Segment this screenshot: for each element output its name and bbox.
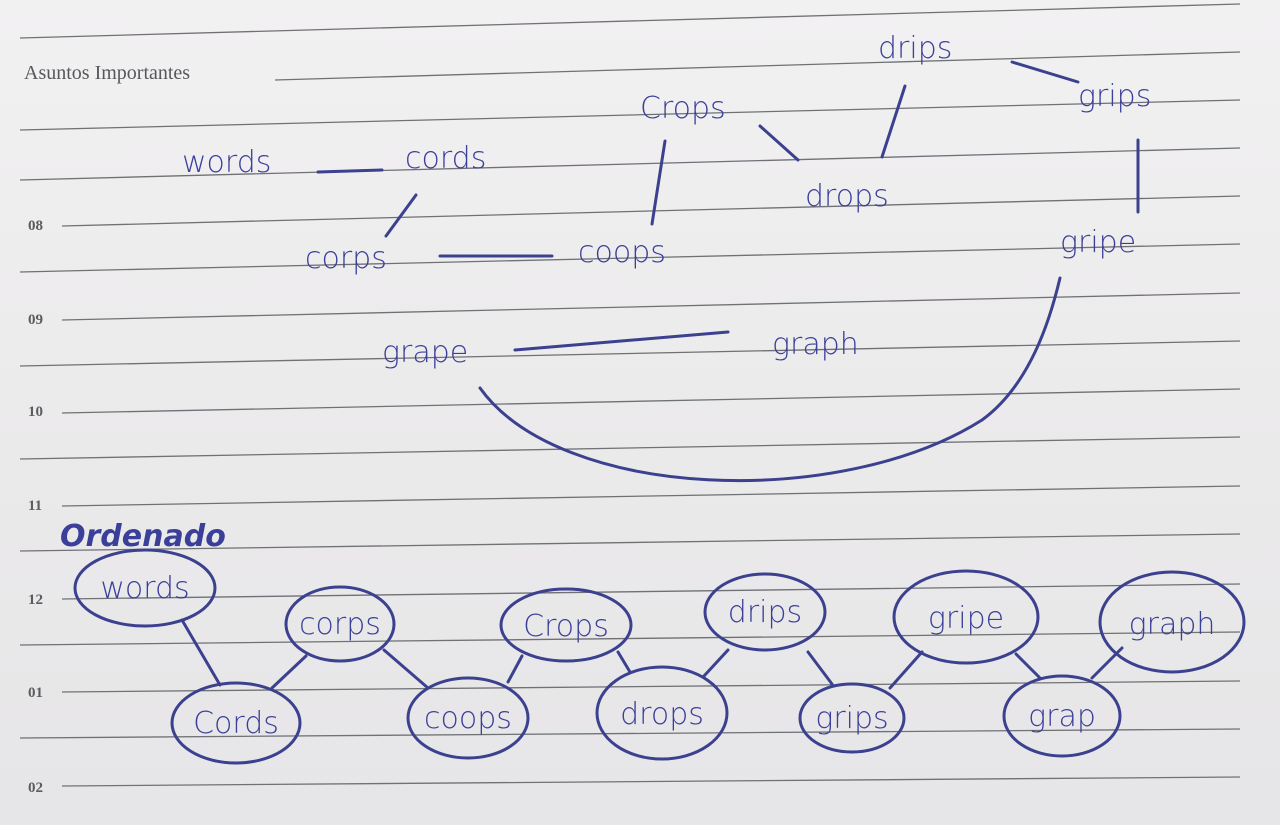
ruled-line (61, 583, 1241, 600)
bubble-word: gripe (928, 601, 1004, 636)
page-heading: Asuntos Importantes (24, 62, 190, 84)
bubble-outline (1098, 570, 1246, 674)
word-corps: corps (305, 241, 387, 276)
word-drops: drops (805, 179, 889, 214)
hour-label: 08 (28, 218, 43, 234)
bubble-word: coops (424, 701, 512, 736)
bubble-outline (406, 676, 530, 760)
ruled-line (19, 147, 1241, 181)
sorted-section: Ordenado words Cords corps coops Crops d… (60, 519, 1246, 765)
bubble-word: graph (1129, 607, 1216, 642)
link-cords-corps (384, 193, 418, 238)
link-bubble (180, 618, 222, 687)
ruled-line (61, 776, 1241, 787)
bubble-word: grips (815, 701, 888, 736)
link-grape-gripe (478, 276, 1062, 483)
word-grape: grape (382, 335, 468, 370)
link-words-cords (316, 168, 384, 174)
bubble-outline (595, 665, 729, 761)
word-graph: graph (772, 327, 859, 362)
bubble-word: words (100, 571, 189, 606)
ruled-line (61, 388, 1241, 414)
link-bubble (888, 650, 924, 690)
bubble-outline (798, 682, 906, 754)
bubble-outline (284, 585, 396, 663)
ruled-line (19, 728, 1241, 739)
bubble-word: grap (1028, 699, 1096, 734)
sorted-title: Ordenado (60, 519, 226, 554)
hour-label: 01 (28, 685, 43, 701)
bubble-outline (499, 587, 633, 663)
link-bubble (702, 648, 730, 678)
ruled-line (61, 292, 1241, 321)
link-bubble (382, 648, 430, 690)
hour-label: 10 (28, 404, 43, 420)
word-gripe: gripe (1060, 225, 1136, 260)
hour-label: 11 (28, 498, 42, 514)
ruled-line (19, 533, 1241, 552)
bubble-word: drops (620, 697, 704, 732)
ruled-line (61, 485, 1241, 507)
ruled-line (19, 631, 1241, 646)
link-bubble (616, 650, 632, 674)
link-grape-graph (513, 330, 730, 352)
bubble-word: drips (728, 595, 802, 630)
word-map: words cords Crops drips grips drops corp… (182, 31, 1151, 483)
bubble-word: Crops (523, 609, 609, 644)
hour-labels: 08 09 10 11 12 01 02 (28, 218, 43, 796)
link-bubble (806, 650, 834, 686)
ruled-line (19, 243, 1241, 273)
bubble-word: Cords (193, 706, 279, 741)
link-crops-drops (758, 124, 800, 162)
hour-label: 09 (28, 312, 43, 328)
bubble-outline (1002, 674, 1122, 758)
ruled-line (19, 3, 1241, 39)
word-coops: coops (578, 235, 666, 270)
link-bubble (506, 654, 524, 684)
link-coops-crops (650, 139, 667, 226)
ruled-line (19, 436, 1241, 460)
ruled-line (61, 680, 1241, 693)
ruled-line (19, 340, 1241, 367)
link-drops-drips (880, 84, 907, 159)
word-words: words (182, 145, 271, 180)
word-cords: cords (405, 141, 486, 176)
link-bubble (1014, 652, 1042, 680)
ruled-lines (19, 3, 1241, 787)
word-crops: Crops (640, 91, 726, 126)
ruled-line (274, 51, 1241, 81)
word-grips: grips (1078, 79, 1151, 114)
bubble-outline (703, 572, 827, 652)
bubble-outline (73, 548, 217, 628)
hour-label: 12 (28, 592, 43, 608)
ruled-line (19, 99, 1241, 131)
bubble-word: corps (299, 607, 381, 642)
link-drips-grips (1010, 60, 1080, 84)
word-drips: drips (878, 31, 952, 66)
ruled-line (61, 195, 1241, 227)
hour-label: 02 (28, 780, 43, 796)
link-bubble (1090, 646, 1124, 680)
link-bubble (270, 654, 308, 690)
bubble-outline (170, 681, 302, 765)
bubble-outline (892, 569, 1040, 665)
